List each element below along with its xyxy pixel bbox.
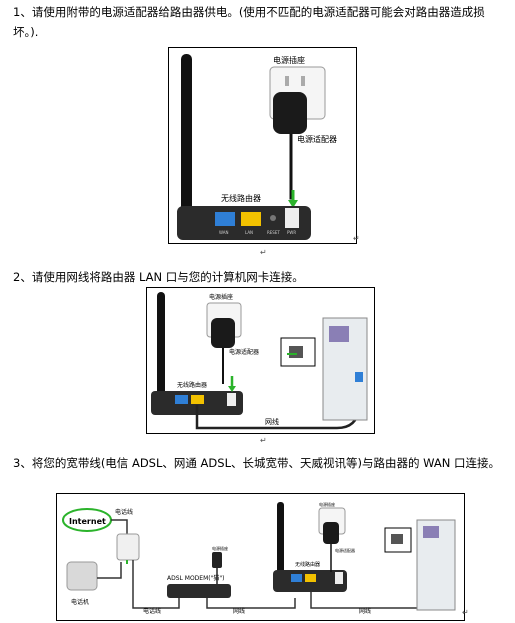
svg-text:电源适配器: 电源适配器 — [335, 547, 355, 553]
step1-text: 1、请使用附带的电源适配器给路由器供电。(使用不匹配的电源适配器可能会对路由器造… — [13, 5, 485, 39]
svg-text:LAN: LAN — [245, 230, 253, 235]
lan-port — [241, 212, 261, 226]
phone-label: 电话机 — [71, 598, 89, 606]
figure-power-connection: 电源插座 电源适配器 无线路由器 WAN LAN RESET PWR — [168, 47, 357, 244]
adapter-label: 电源适配器 — [297, 134, 337, 144]
svg-text:WAN: WAN — [219, 230, 228, 235]
return-mark: ↵ — [260, 436, 267, 445]
figure-wan-connection: Internet 电话线 电话机 电话线 ADSL MODEM("猫") 电源插… — [56, 493, 465, 621]
wan-port — [215, 212, 235, 226]
adsl-splitter — [116, 533, 140, 561]
reset-button — [270, 215, 276, 221]
svg-text:电源插座: 电源插座 — [319, 501, 335, 507]
svg-text:电源插座: 电源插座 — [212, 545, 228, 551]
step3-text: 3、将您的宽带线(电信 ADSL、网通 ADSL、长城宽带、天威视讯等)与路由器… — [13, 456, 500, 470]
internet-label: Internet — [69, 517, 106, 526]
return-mark: ↵ — [353, 234, 360, 243]
svg-text:网线: 网线 — [233, 607, 245, 615]
telephone — [66, 561, 98, 591]
adsl-modem — [167, 584, 231, 598]
return-mark: ↵ — [462, 608, 469, 617]
svg-text:电话线: 电话线 — [143, 607, 161, 615]
router-label: 无线路由器 — [177, 381, 207, 389]
svg-text:RESET: RESET — [267, 230, 280, 235]
svg-text:网线: 网线 — [359, 607, 371, 615]
svg-text:PWR: PWR — [287, 230, 296, 235]
power-adapter — [273, 92, 307, 134]
adapter-label: 电源适配器 — [229, 348, 259, 356]
modem-label: ADSL MODEM("猫") — [167, 574, 224, 582]
router-label: 无线路由器 — [295, 561, 320, 568]
pwr-port — [285, 208, 299, 228]
figure-lan-connection: 电源插座 电源适配器 无线路由器 网线 — [146, 287, 375, 434]
router-label: 无线路由器 — [221, 193, 261, 203]
socket-label: 电源插座 — [209, 293, 233, 301]
ethernet-cable-1 — [206, 598, 296, 609]
return-mark: ↵ — [260, 248, 267, 257]
step2-text: 2、请使用网线将路由器 LAN 口与您的计算机网卡连接。 — [13, 270, 304, 284]
cable-label: 网线 — [265, 417, 279, 426]
socket-label: 电源插座 — [273, 55, 305, 65]
antenna — [181, 54, 192, 212]
svg-text:电话线: 电话线 — [115, 508, 133, 516]
